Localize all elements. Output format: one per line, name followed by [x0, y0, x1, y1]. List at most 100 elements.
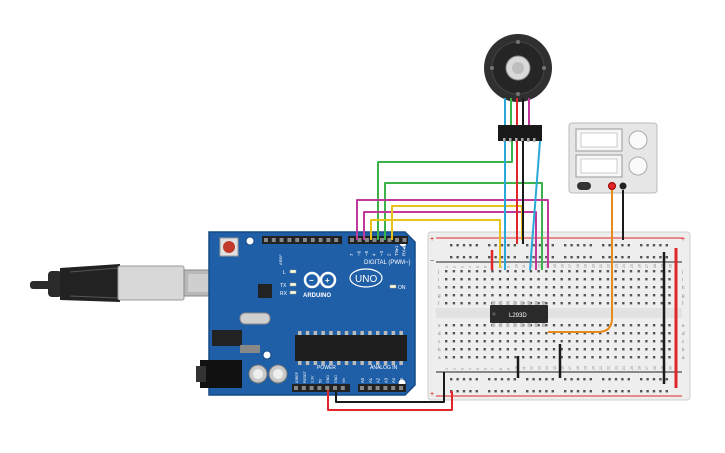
header-pin[interactable] [391, 386, 396, 390]
column-number: 11 [522, 264, 526, 268]
header-pin[interactable] [334, 238, 339, 242]
column-number: 21 [599, 366, 603, 370]
wire-red-power[interactable] [327, 390, 453, 411]
column-number: 12 [530, 264, 534, 268]
voltage-knob[interactable] [628, 130, 648, 150]
column-number: 30 [668, 264, 672, 268]
header-pin[interactable] [340, 386, 345, 390]
l293d-ic[interactable]: L293D [490, 301, 548, 327]
wire-yellow-1[interactable] [370, 219, 501, 268]
power-switch[interactable] [577, 182, 591, 190]
stepper-motor[interactable] [484, 34, 552, 142]
header-pin[interactable] [387, 238, 392, 242]
analog-pin-label: A1 [368, 377, 373, 383]
row-letter: a [438, 355, 441, 360]
model-label: UNO [355, 274, 377, 285]
column-number: 13 [537, 264, 541, 268]
header-pin[interactable] [326, 238, 331, 242]
row-letter: j [681, 269, 683, 274]
wire-green[interactable] [377, 141, 513, 240]
column-number: 21 [599, 264, 603, 268]
wire-magenta-1[interactable] [356, 199, 549, 268]
column-number: 15 [553, 264, 557, 268]
header-pin[interactable] [399, 386, 403, 390]
supply-terminal-negative[interactable] [619, 182, 627, 190]
ic-label: L293D [509, 313, 527, 319]
power-pin-label: 3.3V [311, 375, 315, 383]
wire-orange-supply[interactable] [548, 190, 613, 333]
header-pin[interactable] [383, 386, 388, 390]
wire-black-power[interactable] [335, 372, 445, 403]
column-number: 1 [445, 266, 449, 268]
header-pin[interactable] [380, 238, 384, 242]
row-letter: g [682, 293, 685, 298]
header-pin[interactable] [309, 386, 314, 390]
on-label: ON [398, 285, 406, 291]
header-pin[interactable] [294, 386, 298, 390]
digital-pin-label: TX▸1 [394, 245, 399, 256]
reset-button[interactable] [223, 241, 235, 253]
column-number: 18 [576, 366, 580, 370]
header-pin[interactable] [357, 238, 362, 242]
header-pin[interactable] [365, 238, 369, 242]
row-letter: e [438, 323, 441, 328]
column-number: 26 [638, 264, 642, 268]
column-number: 17 [568, 366, 572, 370]
rail-plus-top: + [430, 236, 434, 243]
atmega-chip [295, 335, 407, 361]
header-pin[interactable] [360, 386, 364, 390]
svg-text:−: − [309, 276, 314, 285]
wire-magenta-2[interactable] [363, 211, 537, 270]
column-number: 3 [460, 368, 464, 370]
column-number: 12 [530, 366, 534, 370]
header-pin[interactable] [303, 238, 307, 242]
column-number: 26 [638, 366, 642, 370]
analog-pin-label: A3 [383, 377, 388, 383]
rail-plus-right: + [681, 236, 685, 243]
supply-terminal-positive[interactable] [608, 182, 616, 190]
column-number: 10 [514, 366, 518, 370]
header-pin[interactable] [279, 238, 284, 242]
header-pin[interactable] [375, 386, 380, 390]
column-number: 20 [591, 264, 595, 268]
header-pin[interactable] [372, 238, 377, 242]
power-supply[interactable] [568, 122, 658, 194]
header-pin[interactable] [325, 386, 330, 390]
usb-cable[interactable] [30, 264, 233, 302]
motor-connector [498, 125, 542, 141]
header-pin[interactable] [350, 238, 354, 242]
row-letter: i [438, 277, 439, 282]
header-pin[interactable] [318, 238, 323, 242]
analog-label: ANALOG IN [370, 365, 398, 371]
wire-cyan-2[interactable] [529, 140, 541, 271]
column-number: 30 [668, 366, 672, 370]
header-pin[interactable] [271, 238, 276, 242]
header-pin[interactable] [295, 238, 300, 242]
row-letter: c [682, 339, 685, 344]
column-number: 22 [607, 366, 611, 370]
header-pin[interactable] [264, 238, 268, 242]
column-number: 16 [561, 264, 565, 268]
header-pin[interactable] [301, 386, 306, 390]
digital-pin-label: RX◂0 [402, 244, 407, 256]
header-pin[interactable] [287, 238, 292, 242]
column-number: 29 [661, 264, 665, 268]
arduino-uno-board[interactable]: DIGITAL (PWM~) AREF L TX RX − + ARDUINO … [196, 231, 416, 396]
header-pin[interactable] [367, 386, 372, 390]
header-pin[interactable] [310, 238, 315, 242]
header-pin[interactable] [317, 386, 322, 390]
header-pin[interactable] [395, 238, 399, 242]
column-number: 3 [460, 266, 464, 268]
brand-label: ARDUINO [303, 293, 331, 299]
column-number: 22 [607, 264, 611, 268]
column-number: 2 [453, 368, 457, 370]
column-number: 27 [645, 366, 649, 370]
row-letter: h [682, 285, 685, 290]
column-number: 23 [614, 264, 618, 268]
digital-pin-label: ~6 [357, 250, 362, 256]
header-pin[interactable] [333, 386, 337, 390]
header-pin[interactable] [402, 238, 407, 242]
power-label: POWER [317, 365, 336, 371]
current-knob[interactable] [628, 156, 648, 176]
